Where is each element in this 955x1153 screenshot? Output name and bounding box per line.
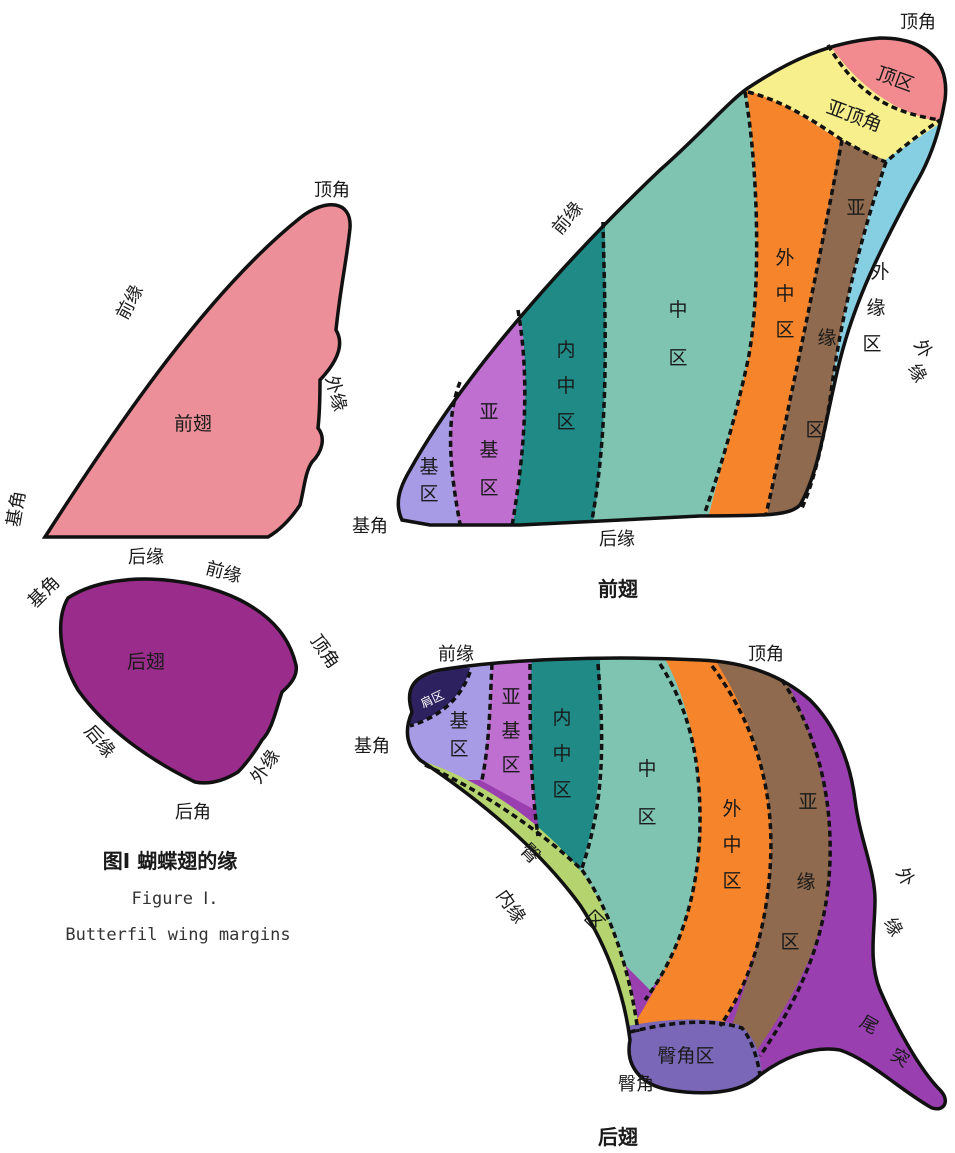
svg-text:亚: 亚 (501, 686, 520, 708)
svg-text:区: 区 (556, 411, 575, 433)
svg-text:中: 中 (775, 283, 794, 305)
svg-text:缘: 缘 (903, 360, 930, 386)
hw-inner-label: 内缘 (492, 886, 530, 928)
hw-label-subbasal: 亚 基 区 (501, 686, 520, 776)
svg-text:外: 外 (891, 864, 918, 890)
left-forewing-outer-label: 外缘 (321, 373, 351, 413)
hw-apex-label: 顶角 (748, 644, 784, 665)
svg-text:区: 区 (668, 347, 687, 369)
hw-outer-label: 外 缘 (879, 864, 918, 940)
svg-text:中: 中 (552, 743, 571, 765)
svg-text:中: 中 (637, 758, 656, 780)
fw-outer-label: 外 缘 (903, 336, 936, 386)
svg-text:外: 外 (870, 261, 889, 283)
left-hindwing-inner-label-top: 后缘 (128, 547, 164, 568)
svg-text:中: 中 (668, 299, 687, 321)
svg-text:区: 区 (419, 483, 438, 505)
fw-label-postdiscal: 外 中 区 (775, 247, 794, 341)
left-forewing-shape (45, 205, 350, 537)
fw-base-label: 基角 (352, 516, 388, 537)
svg-text:外: 外 (775, 247, 794, 269)
left-forewing-apex-label: 顶角 (314, 180, 350, 201)
svg-text:区: 区 (552, 779, 571, 801)
svg-text:区: 区 (501, 754, 520, 776)
left-forewing-costa-label: 前缘 (112, 282, 147, 324)
fw-label-subbasal: 亚 基 区 (479, 401, 498, 499)
fw-costa-label: 前缘 (548, 198, 587, 239)
left-hindwing-costa-label: 前缘 (203, 558, 243, 588)
svg-text:内: 内 (556, 339, 575, 361)
left-forewing-name: 前翅 (174, 413, 212, 435)
svg-text:区: 区 (637, 806, 656, 828)
fw-apex-label: 顶角 (900, 12, 936, 33)
hw-costa-label: 前缘 (438, 644, 474, 665)
svg-text:基: 基 (419, 456, 438, 478)
right-hindwing: 肩区 基 区 亚 基 区 内 中 区 中 区 外 中 区 亚 缘 区 (354, 640, 955, 1149)
caption-chinese: 图Ⅰ 蝴蝶翅的缘 (103, 849, 237, 873)
svg-text:区: 区 (479, 477, 498, 499)
svg-text:内: 内 (552, 707, 571, 729)
hw-base-label: 基角 (354, 736, 390, 757)
svg-text:亚: 亚 (846, 197, 865, 219)
left-hindwing: 后翅 基角 后缘 前缘 顶角 后缘 外缘 后角 (24, 547, 343, 823)
hw-title: 后翅 (598, 1125, 638, 1149)
svg-text:缘: 缘 (817, 327, 836, 349)
svg-text:基: 基 (449, 710, 468, 732)
hw-tornus-label: 臀角 (618, 1074, 654, 1095)
svg-text:外: 外 (722, 798, 741, 820)
fw-label-postbasal: 内 中 区 (556, 339, 575, 433)
fw-title: 前翅 (598, 577, 638, 601)
left-hindwing-name: 后翅 (127, 651, 165, 673)
left-hindwing-base-label: 基角 (24, 572, 64, 612)
fw-inner-label: 后缘 (599, 529, 635, 550)
svg-text:中: 中 (722, 834, 741, 856)
hw-label-postbasal: 内 中 区 (552, 707, 571, 801)
left-hindwing-tornus-label: 后角 (175, 802, 211, 823)
svg-text:基: 基 (479, 439, 498, 461)
figure-caption: 图Ⅰ 蝴蝶翅的缘 Figure Ⅰ. Butterfil wing margin… (65, 849, 290, 945)
svg-text:外: 外 (909, 336, 936, 362)
left-forewing: 前翅 顶角 前缘 外缘 基角 (3, 180, 350, 537)
svg-text:亚: 亚 (798, 791, 817, 813)
svg-text:区: 区 (780, 931, 799, 953)
left-hindwing-apex-label: 顶角 (306, 631, 344, 673)
svg-text:区: 区 (722, 870, 741, 892)
svg-text:区: 区 (449, 738, 468, 760)
svg-text:缘: 缘 (879, 914, 906, 940)
hw-label-tornal: 臀角区 (657, 1045, 714, 1067)
svg-text:区: 区 (805, 419, 824, 441)
svg-text:中: 中 (556, 375, 575, 397)
svg-text:区: 区 (775, 319, 794, 341)
svg-text:亚: 亚 (479, 401, 498, 423)
caption-english-line2: Butterfil wing margins (65, 925, 290, 945)
svg-text:基: 基 (501, 720, 520, 742)
svg-text:缘: 缘 (866, 297, 885, 319)
right-forewing: 顶区 亚顶角 基 区 亚 基 区 内 中 区 中 区 外 中 区 亚 缘 区 (352, 12, 955, 601)
caption-english-line1: Figure Ⅰ. (132, 889, 219, 909)
svg-text:缘: 缘 (796, 871, 815, 893)
hw-label-postdiscal: 外 中 区 (722, 798, 741, 892)
left-forewing-base-label: 基角 (3, 489, 30, 528)
svg-text:区: 区 (862, 333, 881, 355)
